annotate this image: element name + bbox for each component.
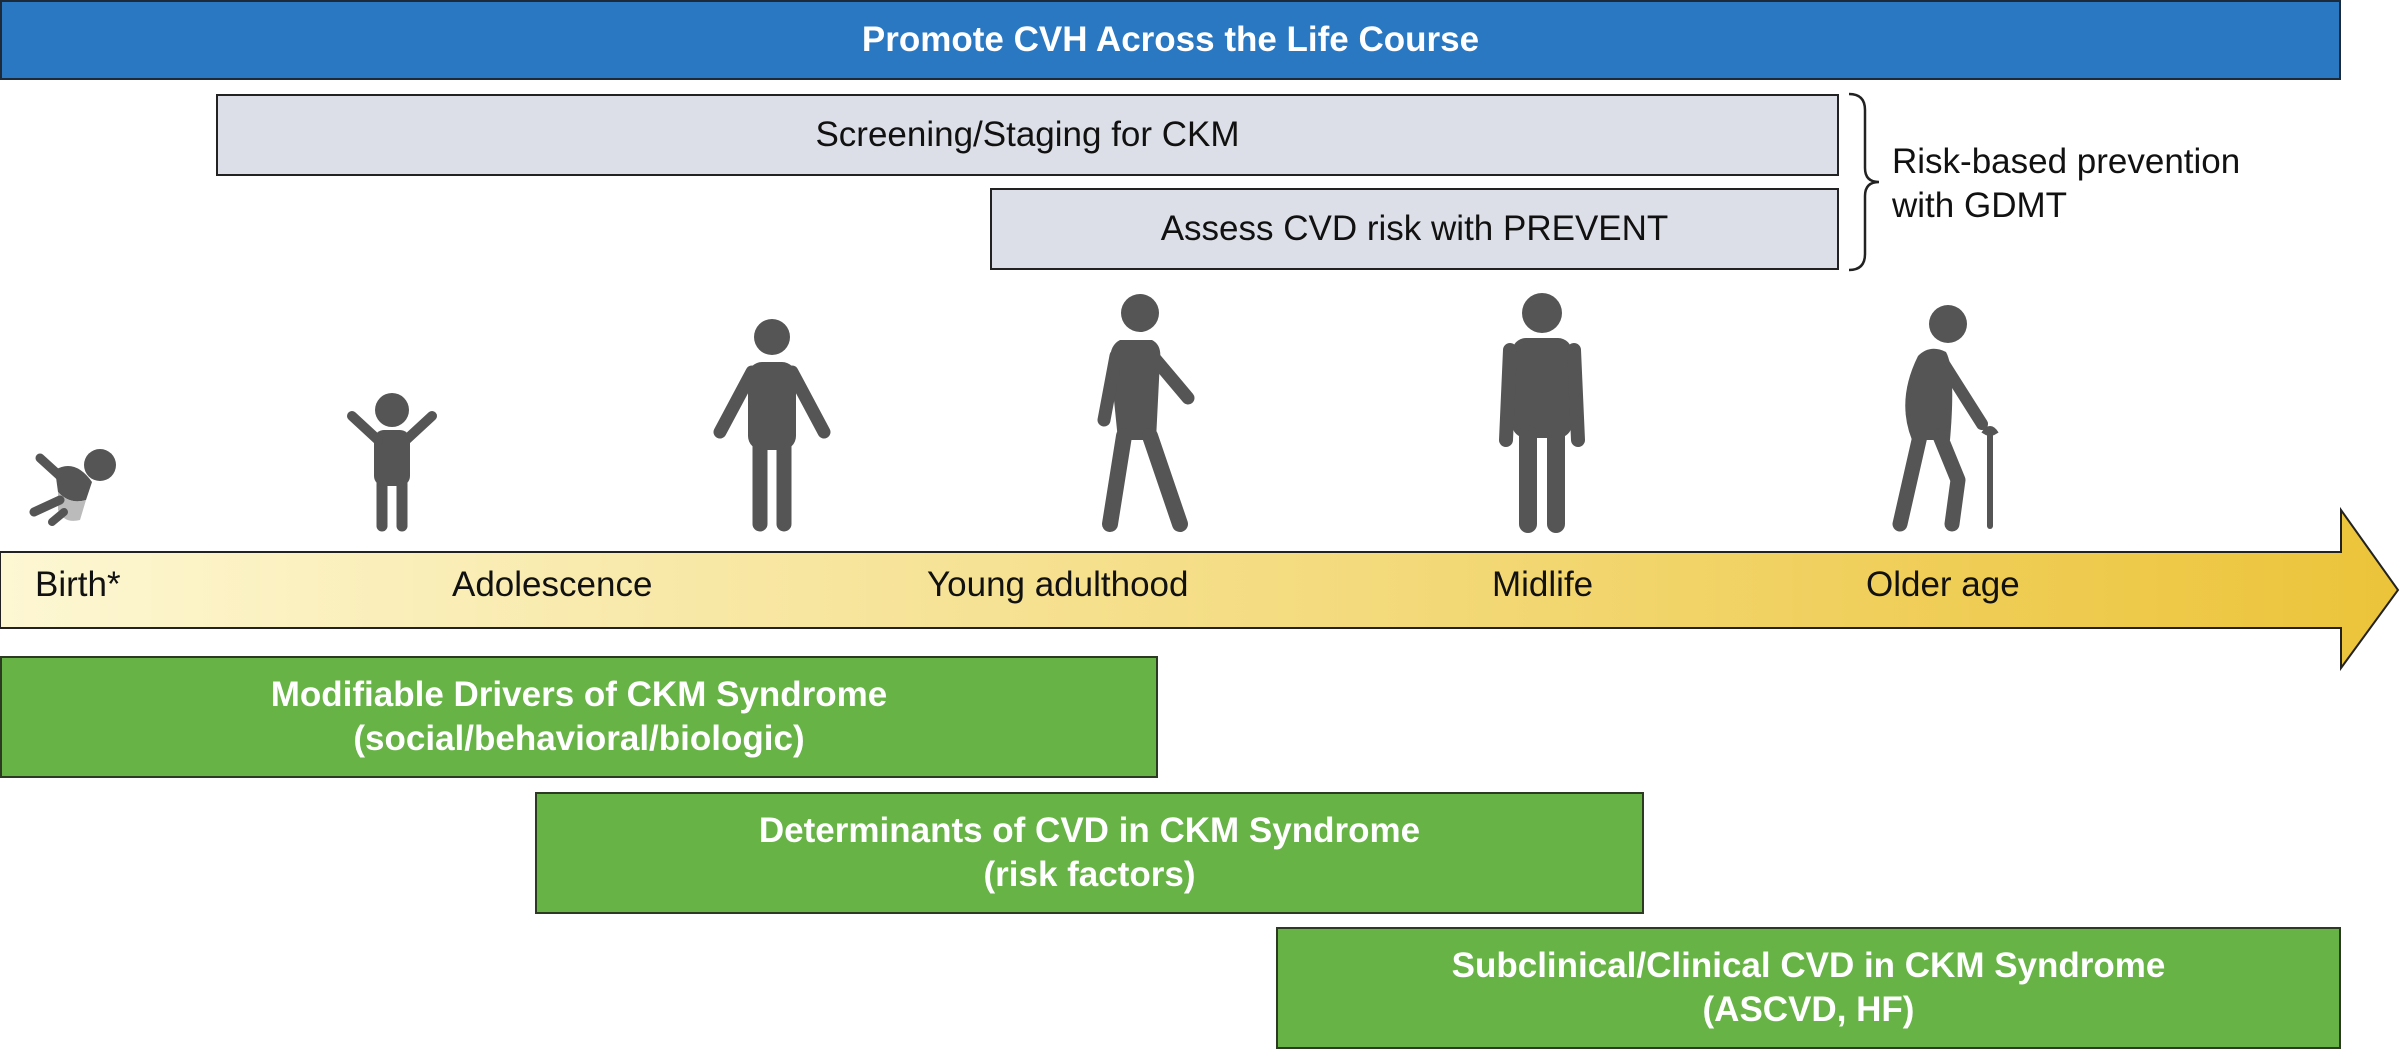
- child-icon: [347, 393, 437, 532]
- young-adult-walking-icon: [1097, 294, 1195, 532]
- life-course-timeline-arrow: [0, 506, 2400, 672]
- modifiable-drivers-title: Modifiable Drivers of CKM Syndrome: [270, 675, 888, 714]
- modifiable-drivers-box: Modifiable Drivers of CKM Syndrome (soci…: [0, 656, 1158, 778]
- determinants-of-cvd-box: Determinants of CVD in CKM Syndrome (ris…: [535, 792, 1644, 914]
- assess-cvd-risk-label: Assess CVD risk with PREVENT: [1160, 209, 1669, 248]
- promote-cvh-title: Promote CVH Across the Life Course: [861, 20, 1480, 59]
- stage-label-midlife: Midlife: [1492, 565, 1594, 604]
- stage-label-young-adulthood: Young adulthood: [927, 565, 1189, 604]
- stage-label-birth: Birth*: [35, 565, 121, 604]
- determinants-of-cvd-title: Determinants of CVD in CKM Syndrome: [758, 811, 1421, 850]
- promote-cvh-banner: Promote CVH Across the Life Course: [0, 0, 2341, 80]
- risk-based-prevention-line2: with GDMT: [1892, 186, 2067, 225]
- subclinical-clinical-cvd-title: Subclinical/Clinical CVD in CKM Syndrome: [1451, 946, 2166, 985]
- stage-label-adolescence: Adolescence: [452, 565, 653, 604]
- midlife-adult-icon: [1499, 293, 1585, 533]
- screening-staging-label: Screening/Staging for CKM: [815, 115, 1240, 154]
- assess-cvd-risk-bar: Assess CVD risk with PREVENT: [990, 188, 1839, 270]
- baby-icon: [29, 449, 116, 526]
- modifiable-drivers-subtitle: (social/behavioral/biologic): [353, 719, 805, 758]
- subclinical-clinical-cvd-subtitle: (ASCVD, HF): [1702, 990, 1915, 1029]
- determinants-of-cvd-subtitle: (risk factors): [983, 855, 1196, 894]
- stage-label-older-age: Older age: [1866, 565, 2020, 604]
- curly-brace-icon: [1848, 92, 1880, 272]
- life-stage-figures: [29, 293, 1999, 533]
- screening-staging-bar: Screening/Staging for CKM: [216, 94, 1839, 176]
- adolescent-icon: [713, 319, 831, 532]
- risk-based-prevention-line1: Risk-based prevention: [1892, 142, 2241, 181]
- older-adult-with-cane-icon: [1892, 305, 1999, 532]
- risk-based-prevention-label: Risk-based prevention with GDMT: [1892, 140, 2240, 228]
- subclinical-clinical-cvd-box: Subclinical/Clinical CVD in CKM Syndrome…: [1276, 927, 2341, 1049]
